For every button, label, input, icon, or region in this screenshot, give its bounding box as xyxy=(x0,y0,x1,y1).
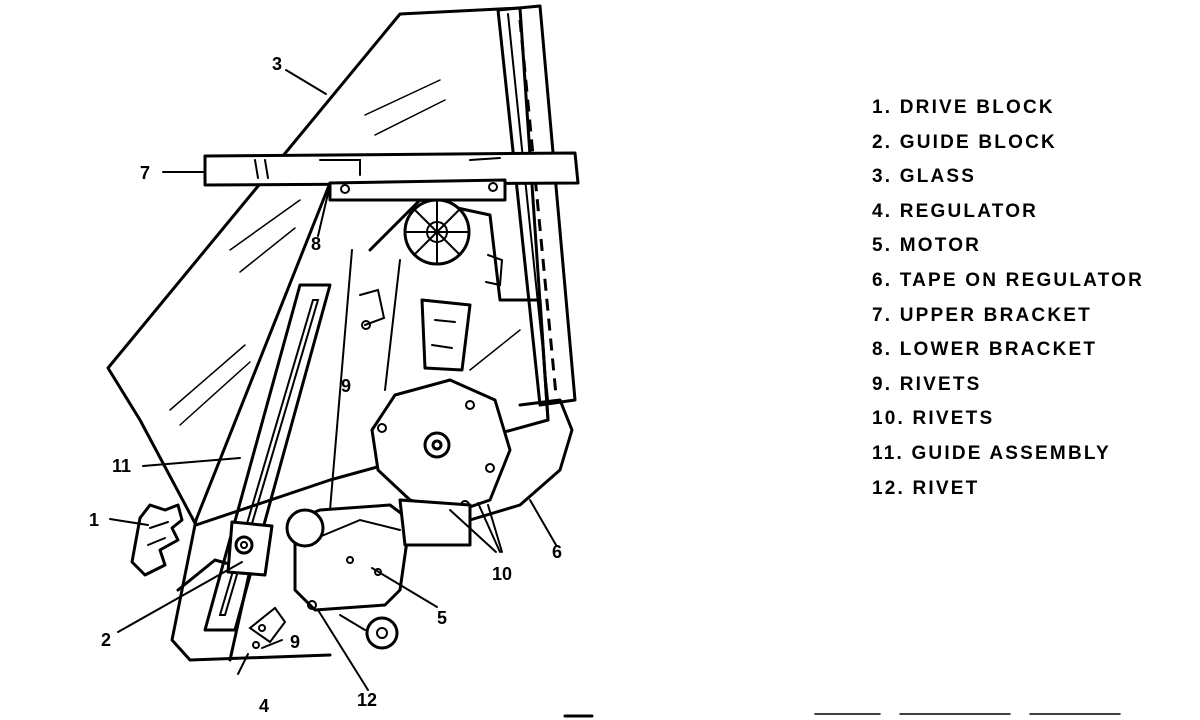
callout-7: 7 xyxy=(140,163,150,183)
motor-pulley xyxy=(403,198,504,287)
leader-lines xyxy=(109,69,557,691)
callout-12: 12 xyxy=(357,690,377,710)
guide-block xyxy=(226,520,274,577)
callout-1: 1 xyxy=(89,510,99,530)
callout-labels: 3 7 8 9 11 1 2 9 4 12 5 10 6 xyxy=(89,54,562,716)
callout-11: 11 xyxy=(112,456,131,476)
callout-9-lower: 9 xyxy=(290,632,300,652)
callout-3: 3 xyxy=(272,54,282,74)
legend-item: 1. DRIVE BLOCK xyxy=(872,97,1055,118)
callout-2: 2 xyxy=(101,630,111,650)
legend-item: 6. TAPE ON REGULATOR xyxy=(872,269,1145,291)
legend-item: 11. GUIDE ASSEMBLY xyxy=(872,442,1111,464)
scan-marks xyxy=(563,713,1121,718)
legend-item: 5. MOTOR xyxy=(872,235,982,257)
callout-8: 8 xyxy=(311,234,321,254)
legend-item: 10. RIVETS xyxy=(872,408,995,430)
legend-item: 3. GLASS xyxy=(872,166,977,188)
callout-6: 6 xyxy=(552,542,562,562)
callout-10: 10 xyxy=(492,564,512,584)
upper-bracket xyxy=(203,151,580,202)
rivets-lower xyxy=(248,288,386,649)
legend-item: 9. RIVETS xyxy=(872,373,982,395)
legend-item: 12. RIVET xyxy=(872,477,980,499)
legend-item: 2. GUIDE BLOCK xyxy=(872,131,1057,153)
callout-4: 4 xyxy=(259,696,269,716)
callout-5: 5 xyxy=(437,608,447,628)
parts-legend: 1. DRIVE BLOCK 2. GUIDE BLOCK 3. GLASS 4… xyxy=(872,96,1144,511)
motor xyxy=(285,298,512,650)
legend-item: 8. LOWER BRACKET xyxy=(872,339,1098,361)
callout-9-upper: 9 xyxy=(341,376,351,396)
legend-item: 7. UPPER BRACKET xyxy=(872,304,1092,326)
rear-channel xyxy=(496,4,577,407)
legend-item: 4. REGULATOR xyxy=(872,200,1039,222)
drive-block xyxy=(130,503,184,577)
